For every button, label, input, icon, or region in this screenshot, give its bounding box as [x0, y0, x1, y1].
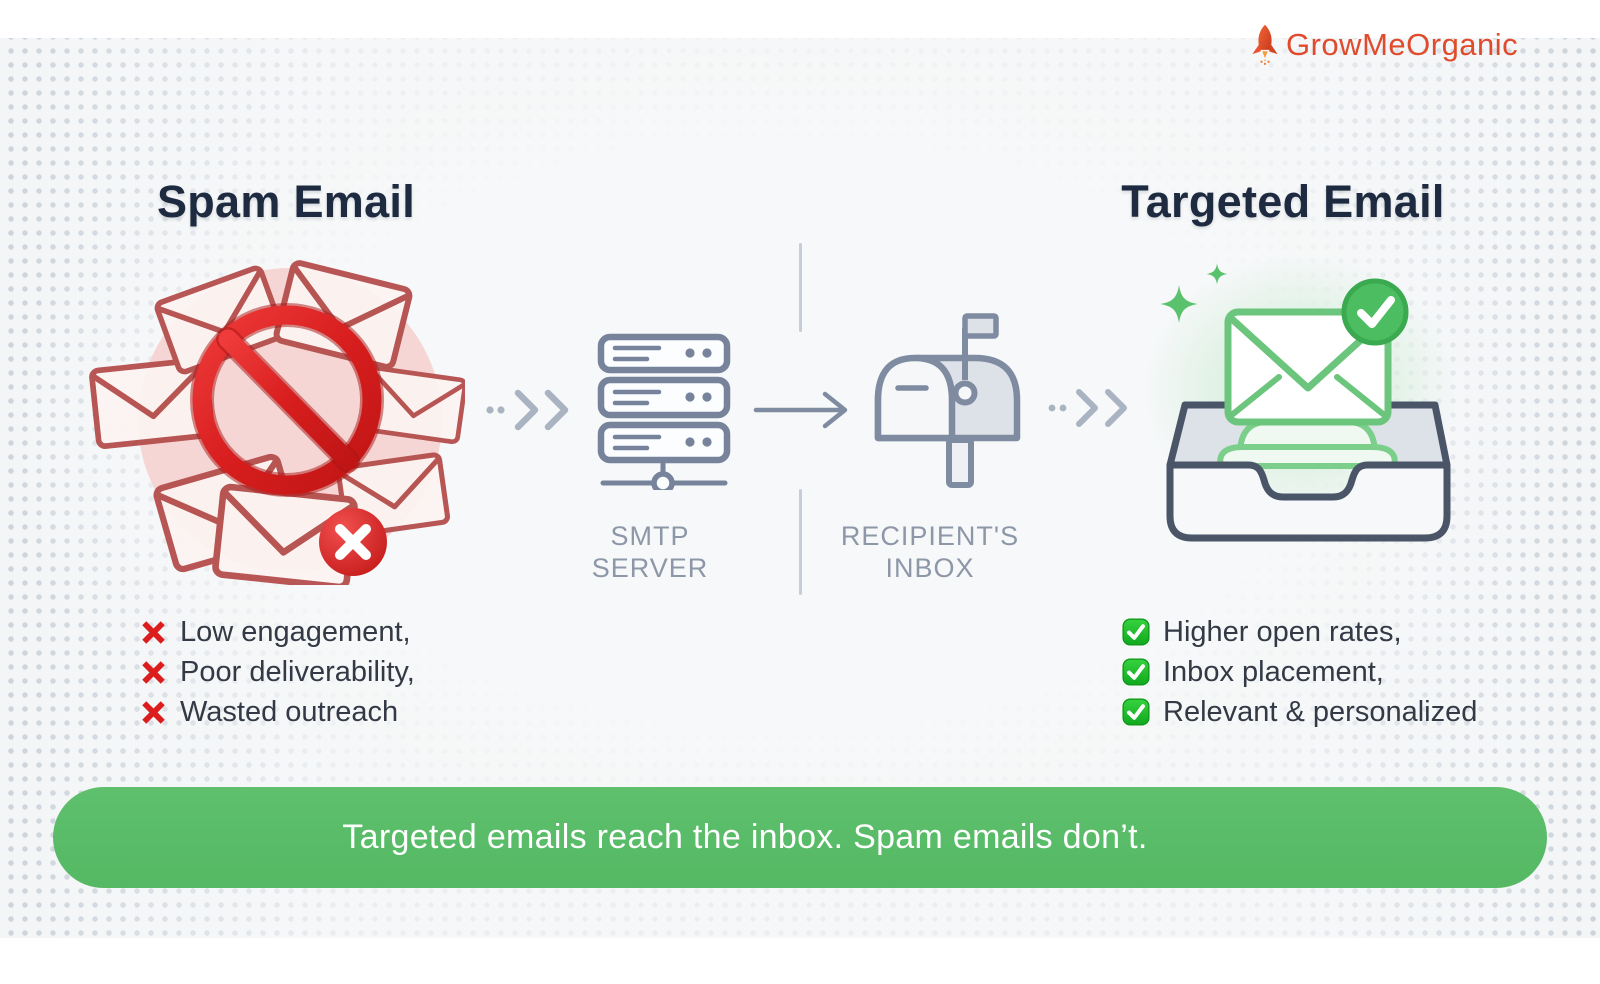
spam-item-label: Wasted outreach [180, 695, 399, 728]
spam-title: Spam Email [156, 176, 416, 227]
cross-mark-icon [142, 620, 165, 644]
check-square-icon [1122, 698, 1150, 726]
check-circle-icon [1341, 278, 1409, 346]
recipient-label-line1: RECIPIENT'S [840, 521, 1020, 551]
divider-top [799, 243, 802, 332]
list-item: Higher open rates, [1122, 612, 1477, 652]
smtp-label-line1: SMTP [610, 521, 690, 551]
smtp-label-line2: SERVER [591, 553, 709, 583]
spam-item-label: Low engagement, [180, 615, 411, 648]
arrow-right-icon [753, 391, 848, 429]
list-item: Inbox placement, [1122, 652, 1477, 692]
server-icon [597, 333, 731, 490]
flow-chevrons-left-icon [486, 389, 569, 431]
spam-envelopes-illustration [85, 245, 465, 585]
summary-banner: Targeted emails reach the inbox. Spam em… [53, 787, 1547, 888]
list-item: Poor deliverability, [140, 652, 415, 692]
cross-badge-icon [319, 508, 387, 576]
mailbox-icon [874, 313, 1021, 488]
rocket-icon [1252, 24, 1278, 66]
spam-list: Low engagement, Poor deliverability, Was… [140, 612, 415, 732]
brand-name: GrowMeOrganic [1286, 27, 1519, 62]
list-item: Low engagement, [140, 612, 415, 652]
targeted-inbox-illustration [1145, 255, 1455, 542]
spam-item-label: Poor deliverability, [180, 655, 415, 688]
envelope-icon [1224, 308, 1392, 426]
targeted-item-label: Higher open rates, [1163, 615, 1402, 648]
prohibition-icon [190, 303, 384, 497]
cross-mark-icon [142, 660, 165, 684]
list-item: Relevant & personalized [1122, 692, 1477, 732]
recipient-label-line2: INBOX [885, 553, 975, 583]
targeted-item-label: Relevant & personalized [1163, 695, 1478, 728]
targeted-item-label: Inbox placement, [1163, 655, 1384, 688]
divider-bottom [799, 489, 802, 595]
smtp-label: SMTP SERVER [550, 520, 750, 584]
recipient-label: RECIPIENT'S INBOX [810, 520, 1050, 584]
check-square-icon [1122, 658, 1150, 686]
brand-logo: GrowMeOrganic [1251, 22, 1518, 68]
summary-banner-text: Targeted emails reach the inbox. Spam em… [342, 818, 1148, 856]
inbox-tray-front [1166, 461, 1451, 542]
targeted-list: Higher open rates, Inbox placement, Rele… [1122, 612, 1477, 732]
check-square-icon [1122, 618, 1150, 646]
targeted-title: Targeted Email [1121, 176, 1445, 227]
cross-mark-icon [142, 700, 165, 724]
paper-stack [1217, 419, 1398, 469]
flow-chevrons-right-icon [1048, 389, 1127, 427]
list-item: Wasted outreach [140, 692, 415, 732]
